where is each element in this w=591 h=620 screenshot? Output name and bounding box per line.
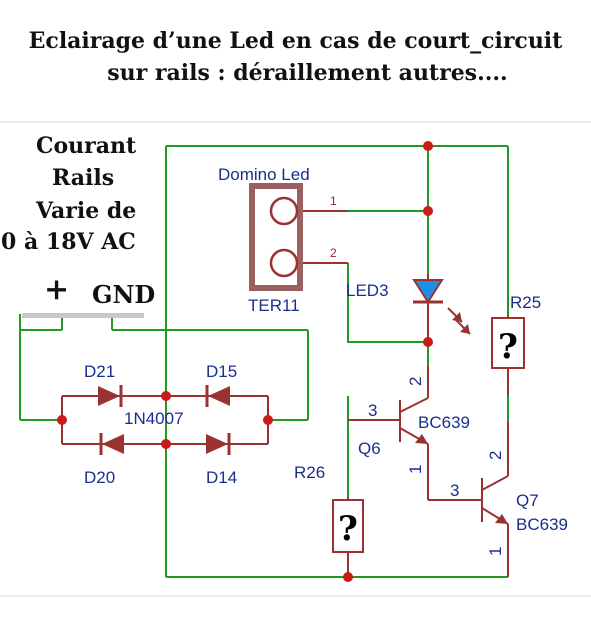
diagram-title-line1: Eclairage d’une Led en cas de court_circ… bbox=[28, 28, 563, 54]
diode-d20-label: D20 bbox=[84, 468, 115, 487]
connector-name-label: Domino Led bbox=[218, 165, 310, 184]
resistor-r26-value: ? bbox=[338, 509, 358, 549]
q7-ref-label: Q7 bbox=[516, 491, 539, 510]
q7-emitter-pin-label: 1 bbox=[486, 547, 505, 556]
q6-collector-pin-label: 2 bbox=[406, 377, 425, 386]
supply-note-line2: Rails bbox=[52, 165, 115, 191]
diode-d14-symbol bbox=[206, 433, 231, 455]
diagram-title-line2: sur rails : déraillement autres.... bbox=[107, 60, 508, 86]
connector-ref-label: TER11 bbox=[248, 296, 300, 315]
resistor-r25-label: R25 bbox=[510, 293, 541, 312]
wires bbox=[19, 145, 509, 578]
q7-base-pin-label: 3 bbox=[450, 481, 459, 500]
q7-part-label: BC639 bbox=[516, 515, 568, 534]
supply-note-line4: 0 à 18V AC bbox=[1, 229, 136, 255]
q7-collector-pin-label: 2 bbox=[486, 451, 505, 460]
supply-note-line1: Courant bbox=[36, 133, 137, 159]
junction-dots bbox=[57, 141, 433, 582]
q6-part-label: BC639 bbox=[418, 413, 470, 432]
q6-emitter-arrow bbox=[415, 434, 428, 444]
q7-emitter-arrow bbox=[495, 514, 508, 524]
q6-base-pin-label: 3 bbox=[368, 401, 377, 420]
diode-d14-label: D14 bbox=[206, 468, 237, 487]
connector-pin2-label: 2 bbox=[330, 246, 337, 260]
diode-d15-label: D15 bbox=[206, 362, 237, 381]
q6-ref-label: Q6 bbox=[358, 439, 381, 458]
resistor-r26-body bbox=[332, 499, 364, 553]
domino-connector-symbol bbox=[249, 183, 303, 291]
resistor-r26-label: R26 bbox=[294, 463, 325, 482]
component-leads bbox=[61, 210, 509, 577]
diode-d21-symbol bbox=[98, 385, 123, 407]
connector-pin1-label: 1 bbox=[330, 194, 337, 208]
resistor-r25-body bbox=[491, 317, 525, 369]
rail-connector-bar bbox=[22, 313, 144, 318]
led3-symbol bbox=[412, 279, 471, 335]
supply-gnd-label: GND bbox=[92, 280, 156, 309]
supply-plus-label: + bbox=[44, 272, 70, 307]
resistor-r25-value: ? bbox=[498, 327, 518, 367]
led3-label: LED3 bbox=[346, 281, 389, 300]
supply-note-line3: Varie de bbox=[36, 198, 137, 224]
diode-d15-symbol bbox=[205, 385, 230, 407]
diode-part-label: 1N4007 bbox=[124, 409, 184, 428]
q6-emitter-pin-label: 1 bbox=[406, 465, 425, 474]
diode-d20-symbol bbox=[99, 433, 124, 455]
diode-d21-label: D21 bbox=[84, 362, 115, 381]
page-frame bbox=[0, 121, 591, 597]
